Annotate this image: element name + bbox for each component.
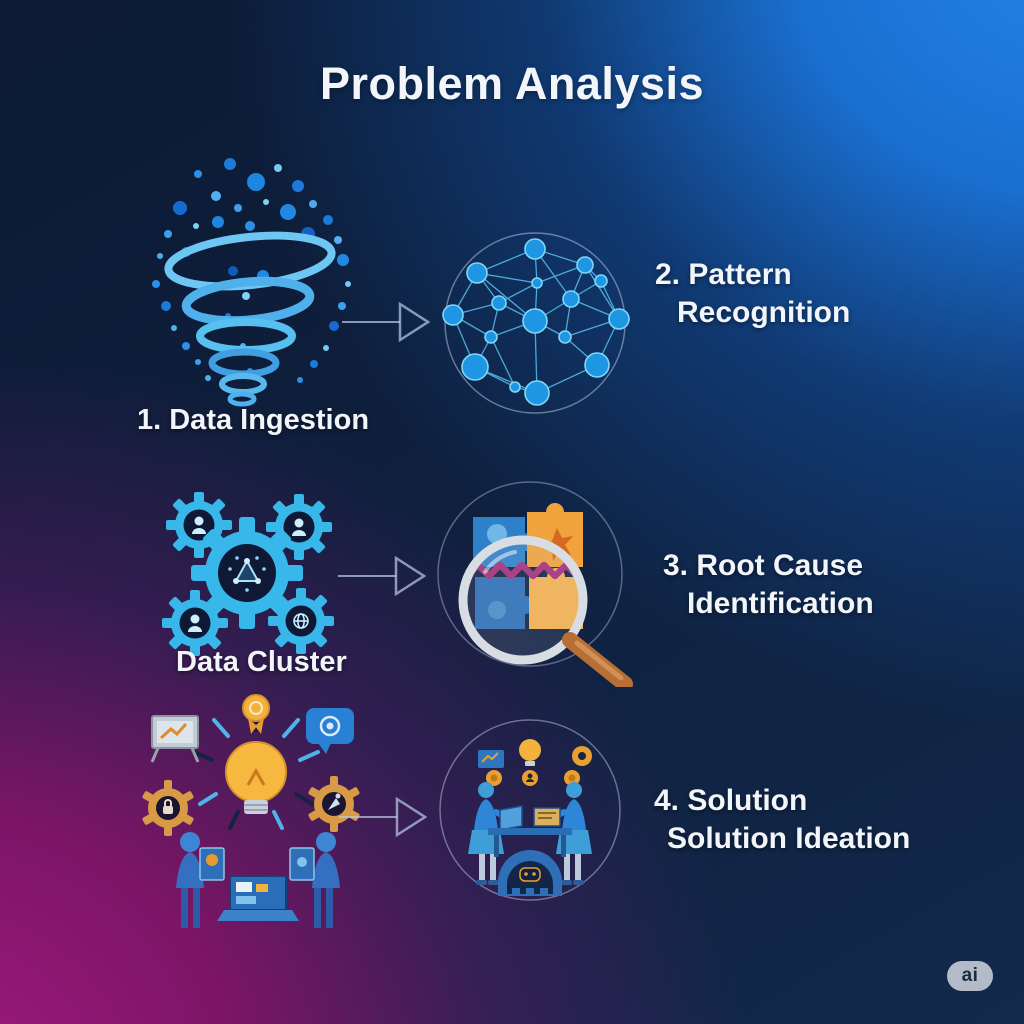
step2-line1: 2. Pattern [655, 258, 792, 291]
speech-bubble-icon [306, 708, 354, 754]
person-figure [289, 832, 340, 928]
gear-rocket-icon [308, 776, 360, 832]
arrow-right-icon [342, 301, 430, 343]
network-graph-icon [442, 232, 630, 414]
magnifier-icon [458, 535, 633, 687]
step4-label: 4. Solution Solution Ideation [654, 782, 910, 858]
lightbulb-icon [510, 727, 550, 768]
page-title: Problem Analysis [320, 58, 704, 109]
table-laptops-icon [488, 805, 572, 857]
step3-line1: 3. Root Cause [663, 549, 864, 582]
step4-line1: 4. Solution [654, 784, 808, 817]
step4-line2: Solution Ideation [667, 822, 911, 855]
gear-icon [142, 780, 194, 836]
arch-machine-icon [498, 850, 562, 896]
step3-label: 3. Root Cause Identification [663, 547, 874, 623]
gear-cluster-icon [162, 492, 334, 656]
ai-badge: ai [947, 961, 993, 991]
data-funnel-icon [152, 158, 351, 407]
arrow-right-icon [338, 555, 426, 597]
step1-label: 1. Data Ingestion [137, 404, 370, 436]
laptop-icon [217, 875, 299, 921]
lightbulb-icon [225, 741, 287, 814]
team-ideation-icon [142, 694, 360, 928]
puzzle-magnifier-icon [437, 481, 633, 687]
cluster-label: Data Cluster [176, 646, 347, 678]
arrow-right-icon [339, 796, 427, 838]
step2-line2: Recognition [677, 296, 851, 329]
person-figure [176, 832, 225, 928]
step3-line2: Identification [687, 587, 874, 620]
step2-label: 2. Pattern Recognition [655, 256, 850, 332]
easel-icon [150, 715, 200, 763]
gear-network-icon [191, 517, 303, 629]
award-icon [242, 694, 270, 734]
team-solution-icon [439, 719, 621, 901]
